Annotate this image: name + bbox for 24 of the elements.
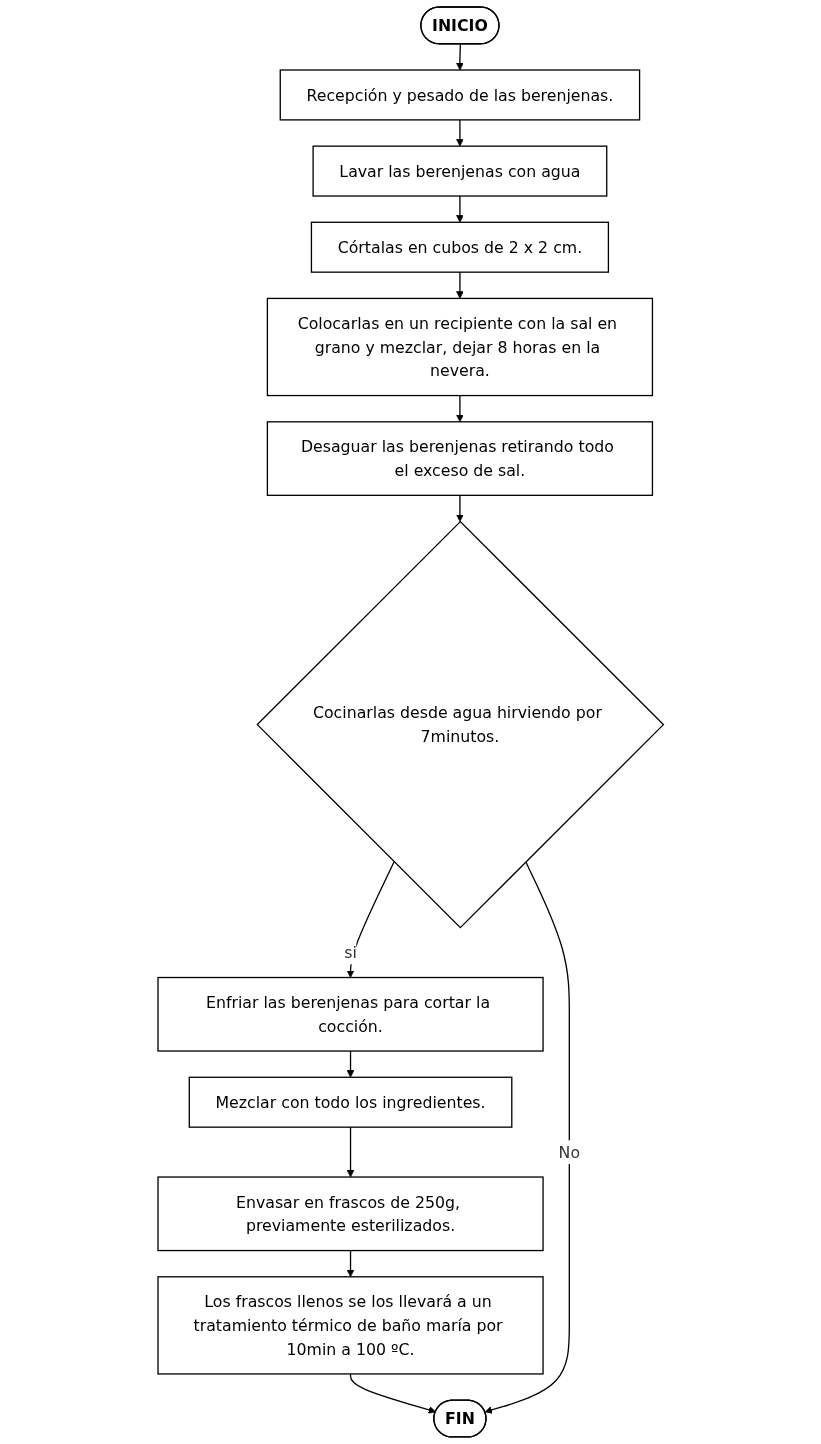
- arrow: [346, 1050, 355, 1078]
- arrow: [455, 119, 464, 147]
- node-box: Lavar las berenjenas con agua: [312, 145, 608, 197]
- arrow: [455, 494, 464, 522]
- node-box: Enfriar las berenjenas para cortar la cocción.: [157, 976, 544, 1052]
- arrow: [455, 43, 464, 71]
- node-box: Mezclar con todo los ingredientes.: [188, 1076, 513, 1128]
- node-diamond: Cocinarlas desde agua hirviendo por 7minutos.: [256, 520, 665, 929]
- node-box: Los frascos llenos se los llevará a un tratamiento térmico de baño maría por 10min a 100 ºC.: [157, 1276, 544, 1375]
- node-box: Recepción y pesado de las berenjenas.: [279, 69, 641, 121]
- node-box: Colocarlas en un recipiente con la sal en grano y mezclar, dejar 8 horas en la nevera.: [266, 297, 653, 397]
- arrow: [455, 271, 464, 299]
- arrow: [484, 861, 570, 1414]
- edge-label: si: [344, 943, 357, 962]
- arrow: [455, 394, 464, 423]
- arrow: [346, 861, 395, 978]
- arrow: [346, 1249, 355, 1278]
- arrow: [455, 195, 464, 223]
- node-box: Desaguar las berenjenas retirando todo el exceso de sal.: [266, 421, 653, 496]
- edge-label: No: [558, 1142, 580, 1162]
- node-box: Envasar en frascos de 250g, previamente esterilizados.: [157, 1176, 544, 1252]
- node-box: Córtalas en cubos de 2 x 2 cm.: [310, 221, 609, 273]
- arrow: [346, 1126, 355, 1178]
- arrow: [349, 1373, 436, 1414]
